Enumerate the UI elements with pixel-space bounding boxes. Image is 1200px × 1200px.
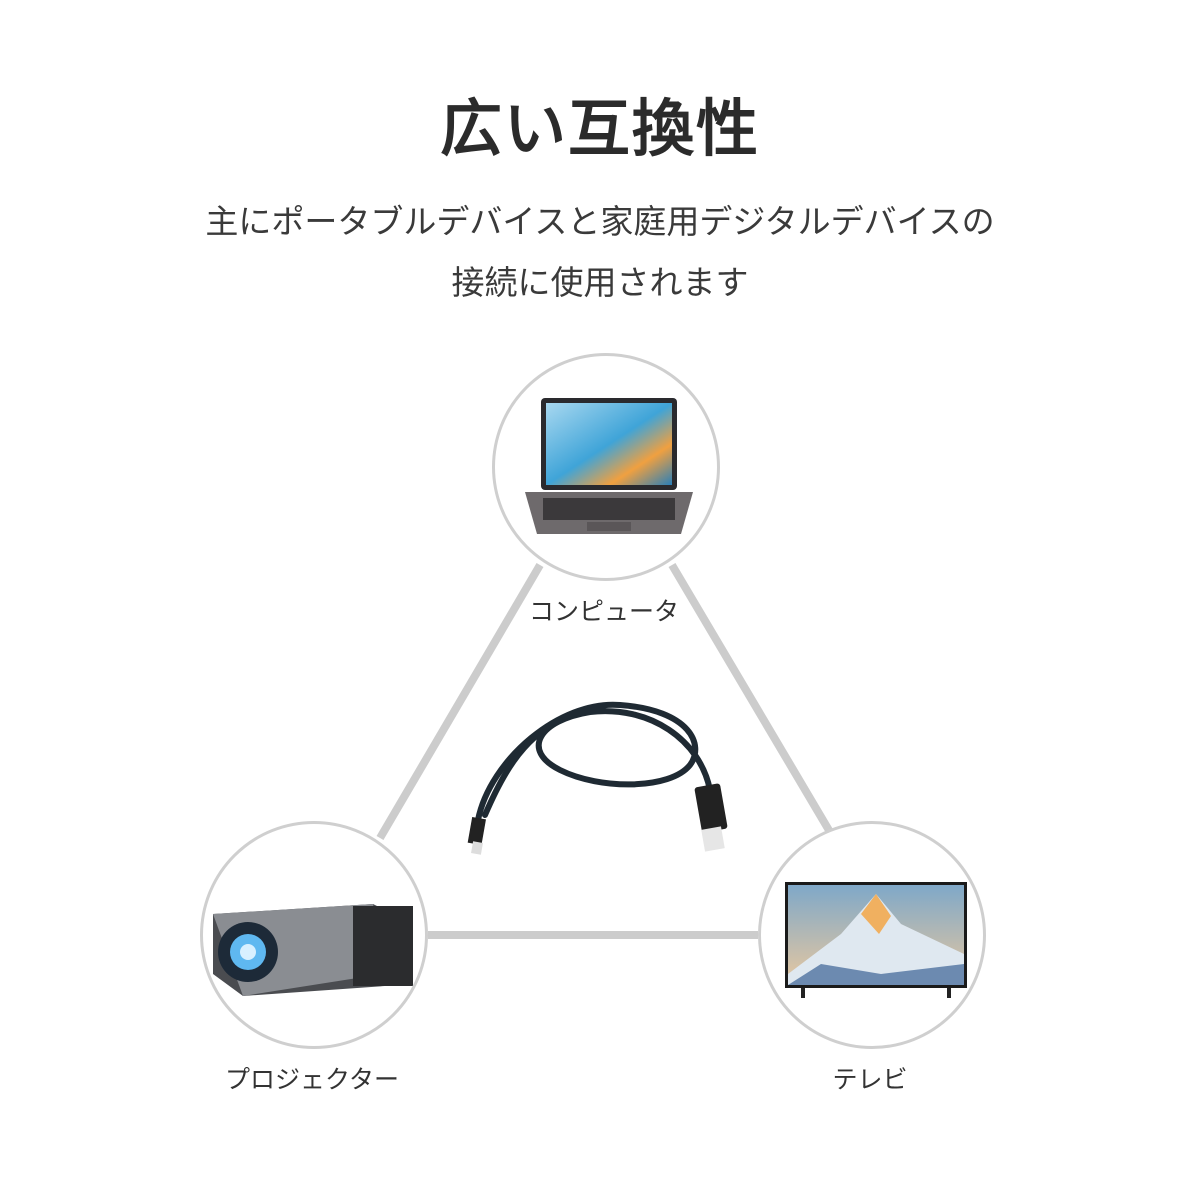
subtitle-line-1: 主にポータブルデバイスと家庭用デジタルデバイスの — [205, 202, 995, 241]
tv-label: テレビ — [832, 1065, 908, 1094]
page-title: 広い互換性 — [439, 92, 760, 165]
projector-icon — [213, 904, 413, 996]
projector-label: プロジェクター — [224, 1065, 399, 1094]
projector-circle — [200, 821, 428, 1049]
computer-circle — [492, 353, 720, 581]
tv-circle — [758, 821, 986, 1049]
computer-label: コンピュータ — [528, 597, 679, 626]
laptop-icon — [525, 398, 693, 534]
subtitle-line-2: 接続に使用されます — [451, 263, 749, 302]
tv-icon — [785, 882, 967, 998]
